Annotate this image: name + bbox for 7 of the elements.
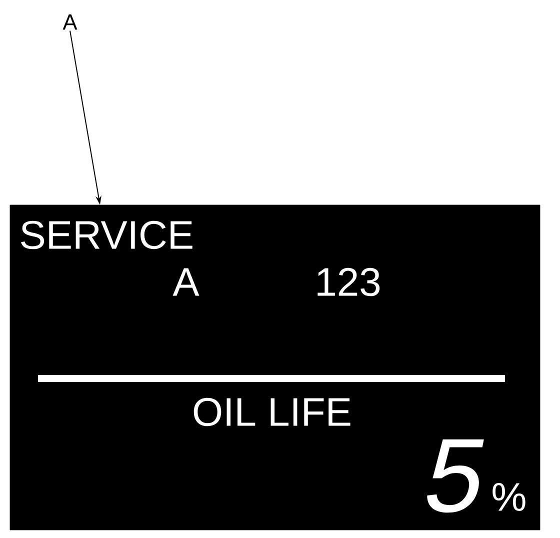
display-text: 123 — [318, 268, 380, 296]
display-text: 5 — [427, 439, 484, 513]
display-text: OIL LIFE — [194, 398, 350, 426]
display-text: A — [172, 268, 200, 296]
display-text: SERVICE — [21, 220, 192, 250]
display-text: % — [492, 483, 526, 511]
callout-letter: A — [62, 14, 78, 30]
